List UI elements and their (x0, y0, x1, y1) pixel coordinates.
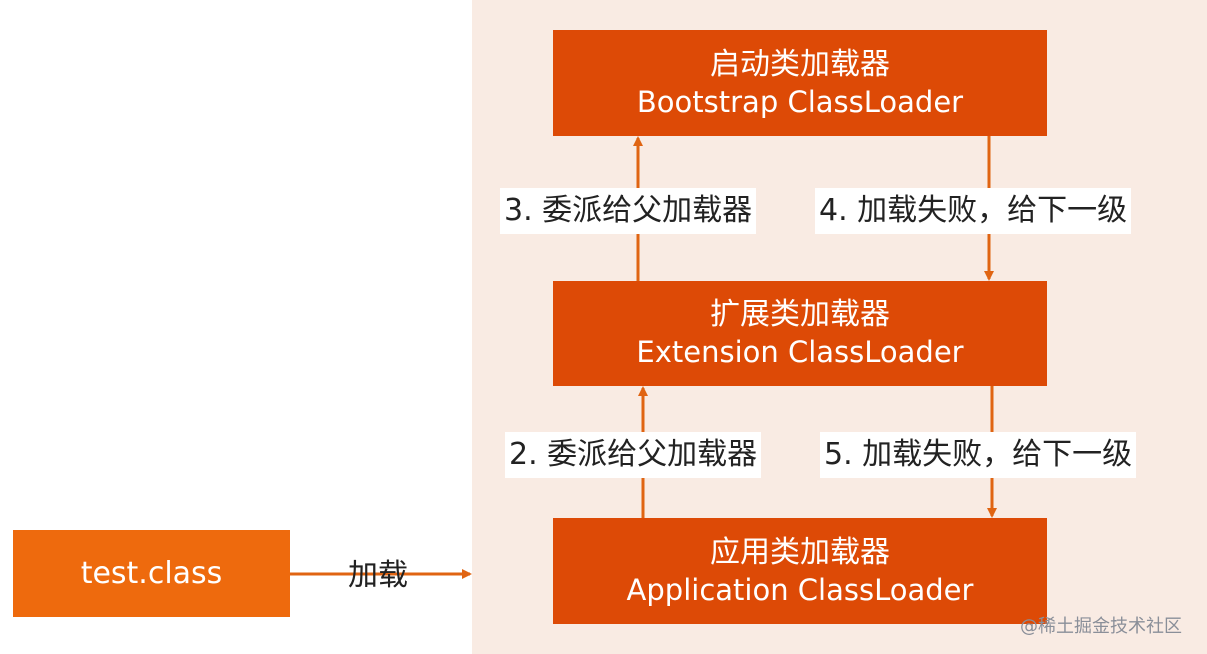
bootstrap-classloader-node: 启动类加载器 Bootstrap ClassLoader (553, 30, 1047, 136)
extension-classloader-node: 扩展类加载器 Extension ClassLoader (553, 281, 1047, 386)
edge-label-load: 加载 (348, 558, 408, 593)
edge-label-fail-ext-to-app: 5. 加载失败，给下一级 (820, 432, 1137, 478)
edge-label-fail-boot-to-ext: 4. 加载失败，给下一级 (815, 188, 1132, 234)
extension-zh-label: 扩展类加载器 (710, 297, 890, 333)
watermark-text: @稀土掘金技术社区 (1020, 616, 1182, 637)
extension-en-label: Extension ClassLoader (636, 335, 964, 370)
test-class-label: test.class (80, 556, 223, 591)
bootstrap-en-label: Bootstrap ClassLoader (636, 84, 964, 119)
edge-label-delegate-ext-to-boot: 3. 委派给父加载器 (500, 188, 757, 234)
application-classloader-node: 应用类加载器 Application ClassLoader (553, 518, 1047, 624)
edge-label-delegate-app-to-ext: 2. 委派给父加载器 (505, 432, 762, 478)
test-class-node: test.class (13, 530, 290, 617)
application-en-label: Application ClassLoader (626, 572, 974, 607)
application-zh-label: 应用类加载器 (710, 534, 890, 570)
bootstrap-zh-label: 启动类加载器 (710, 46, 890, 82)
